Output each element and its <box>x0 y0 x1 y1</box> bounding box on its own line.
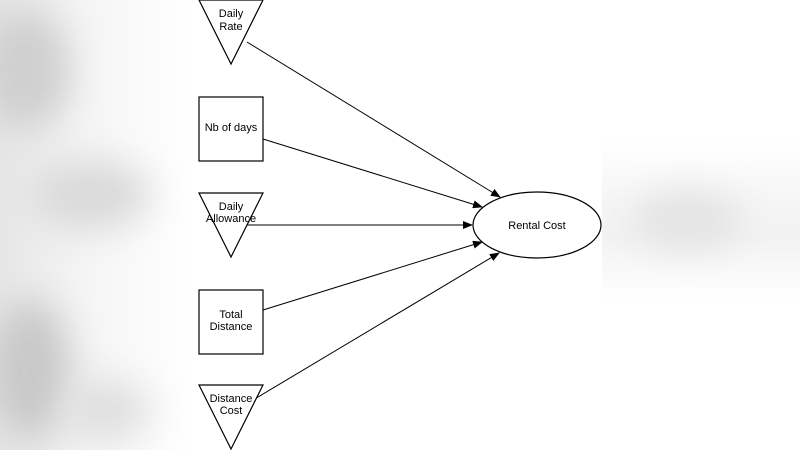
node-total-distance-label-line: Distance <box>210 321 253 333</box>
node-daily-rate-triangle <box>198 0 264 66</box>
edge-daily-rate-to-rental-cost <box>246 41 501 198</box>
node-daily-rate-label-line: Rate <box>219 21 242 33</box>
node-rental-cost: Rental Cost <box>472 191 602 259</box>
edge-total-distance-to-rental-cost <box>262 240 483 311</box>
node-distance-cost-label-line: Distance <box>210 393 253 405</box>
node-daily-rate-label-line: Daily <box>219 8 244 20</box>
node-distance-cost-label-line: Cost <box>220 405 243 417</box>
node-rental-cost-label-line: Rental Cost <box>508 220 565 232</box>
node-nb-of-days: Nb of days <box>198 96 264 162</box>
blurred-background-left <box>0 0 198 450</box>
node-daily-allowance-label-line: Allowance <box>206 213 256 225</box>
edges <box>246 41 501 401</box>
node-rental-cost-ellipse <box>472 191 602 259</box>
node-daily-allowance-label-line: Daily <box>219 201 244 213</box>
edge-distance-cost-to-rental-cost <box>252 252 500 401</box>
blurred-background-right <box>602 0 800 450</box>
node-total-distance-rect <box>198 289 264 355</box>
edge-nb-of-days-to-rental-cost <box>262 138 483 209</box>
node-distance-cost-triangle <box>198 384 264 450</box>
node-total-distance-label-line: Total <box>219 309 242 321</box>
node-nb-of-days-label-line: Nb of days <box>205 122 258 134</box>
node-nb-of-days-rect <box>198 96 264 162</box>
